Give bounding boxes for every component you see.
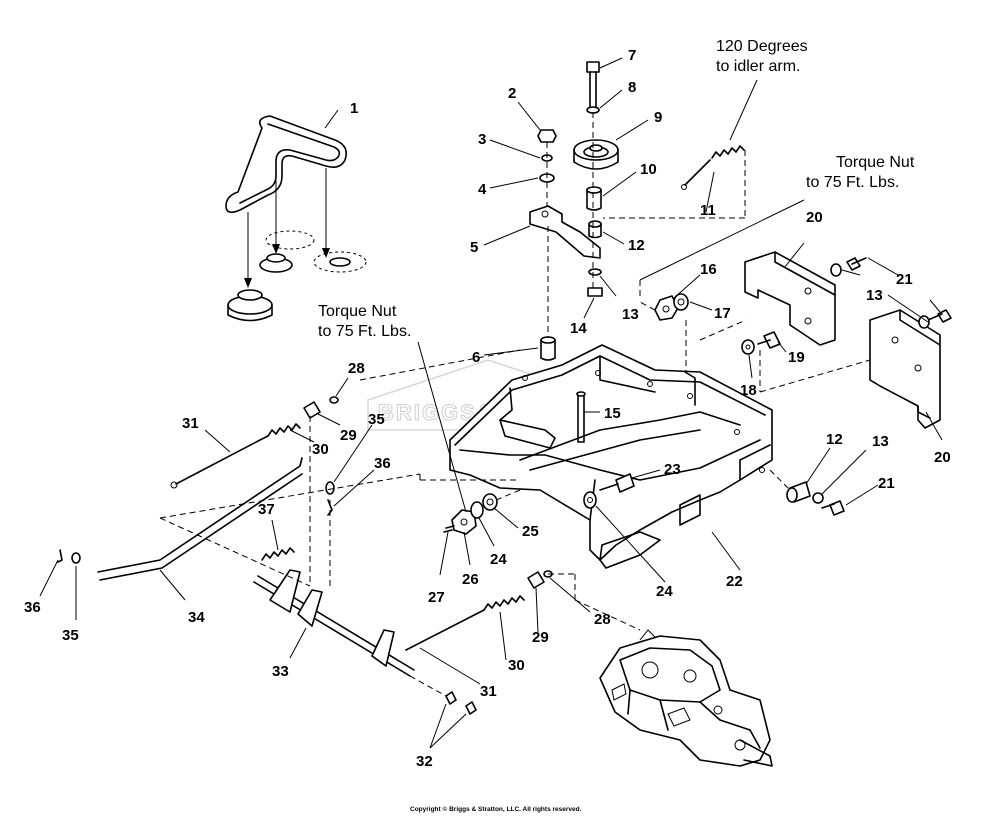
transaxle [599,629,773,767]
callout-12-lower: 12 [826,431,843,448]
callout-30-lower: 30 [508,657,525,674]
callout-24-right: 24 [656,583,673,600]
callout-37: 37 [258,501,275,518]
frame-pivot-hardware [769,447,879,516]
idler-bracket-assembly [483,57,649,361]
callout-12-upper: 12 [628,237,645,254]
clevis-hardware [417,341,521,576]
callout-22: 22 [726,573,743,590]
callout-35-left: 35 [62,627,79,644]
callout-16: 16 [700,261,717,278]
callout-9: 9 [654,109,662,126]
callout-20-upper: 20 [806,209,823,226]
idler-angle-note-line1: 120 Degrees [716,38,808,55]
callout-13-lower: 13 [872,433,889,450]
callout-13-right: 13 [866,287,883,304]
copyright-text: Copyright © Briggs & Stratton, LLC. All … [410,805,582,813]
torque-note-left-line1: Torque Nut [318,303,397,320]
main-frame [449,344,773,583]
callout-17: 17 [714,305,731,322]
callout-14: 14 [570,320,587,337]
mounting-bracket-upper [744,251,836,346]
callout-4: 4 [478,181,487,198]
callout-26: 26 [462,571,479,588]
callout-24-left: 24 [490,551,507,568]
drive-belt [225,115,348,214]
callout-6: 6 [472,349,480,366]
callout-25: 25 [522,523,539,540]
torque-note-right-line2: to 75 Ft. Lbs. [806,174,899,191]
callout-10: 10 [640,161,657,178]
callout-3: 3 [478,131,486,148]
callout-11: 11 [700,202,716,219]
callout-18: 18 [740,382,757,399]
callout-29-lower: 29 [532,629,549,646]
belt-pulleys [227,109,367,322]
callout-28-lower: 28 [594,611,611,628]
callout-29-upper: 29 [340,427,357,444]
callout-labels: 1 2 3 4 5 6 7 8 9 10 11 12 12 13 13 13 1… [24,47,951,770]
callout-2: 2 [508,85,516,102]
callout-20-lower: 20 [934,449,951,466]
callout-21-upper: 21 [896,271,913,288]
callout-35-upper: 35 [368,411,385,428]
callout-31-lower: 31 [480,683,497,700]
callout-19: 19 [788,349,805,366]
mounting-bracket-lower [869,309,941,429]
callout-31-upper: 31 [182,415,199,432]
callout-5: 5 [470,239,478,256]
callout-36-left: 36 [24,599,41,616]
callout-34: 34 [188,609,205,626]
control-linkage [39,349,641,749]
callout-36-upper: 36 [374,455,391,472]
callout-15: 15 [604,405,621,422]
idler-angle-note: 120 Degrees to idler arm. [716,38,808,75]
callout-7: 7 [628,47,636,64]
callout-28-upper: 28 [348,360,365,377]
callout-32: 32 [416,753,433,770]
callout-27: 27 [428,589,445,606]
callout-33: 33 [272,663,289,680]
torque-note-right-line1: Torque Nut [836,154,915,171]
torque-note-left-line2: to 75 Ft. Lbs. [318,323,411,340]
callout-1: 1 [350,100,358,117]
torque-note-left: Torque Nut to 75 Ft. Lbs. [318,303,411,340]
callout-23: 23 [664,461,681,478]
idler-angle-note-line2: to idler arm. [716,58,800,75]
bracket-hardware [639,199,952,441]
callout-30-upper: 30 [312,441,329,458]
callout-8: 8 [628,79,636,96]
torque-note-right: Torque Nut to 75 Ft. Lbs. [806,154,915,191]
idler-spring [603,79,758,219]
callout-13-left: 13 [622,306,639,323]
callout-21-lower: 21 [878,475,895,492]
